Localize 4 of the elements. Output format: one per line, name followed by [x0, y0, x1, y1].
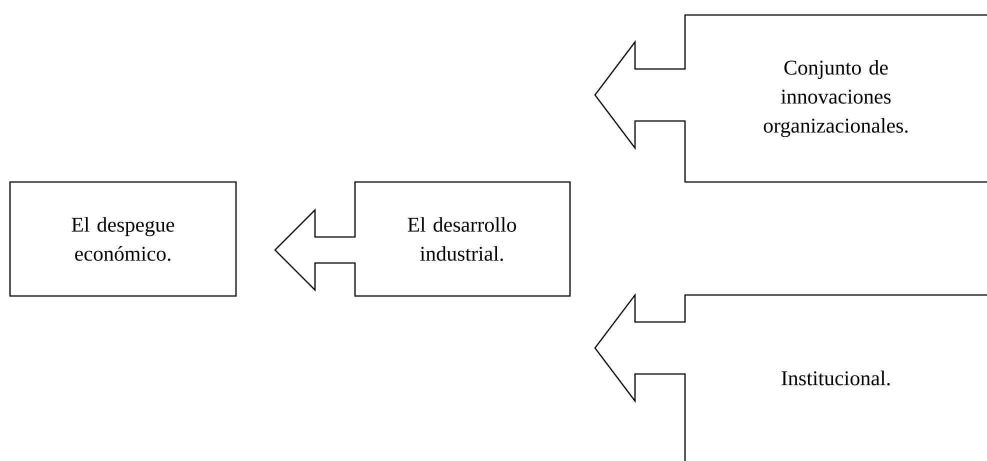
arrow-callout: El desarrollo industrial.: [274, 181, 571, 297]
arrow-callout: Institucional.: [594, 293, 987, 461]
arrow-callout: Conjunto de innovaciones organizacionales.: [594, 14, 987, 183]
text-box: El despegue económico.: [9, 181, 237, 297]
